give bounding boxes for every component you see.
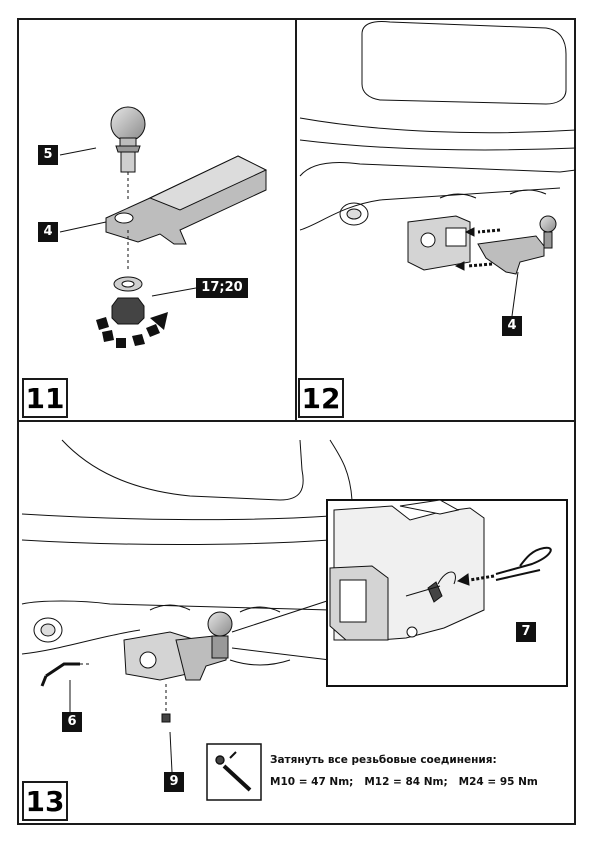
- detail-inset-clip-pin: [326, 499, 568, 687]
- torque-note-values: M10 = 47 Nm; M12 = 84 Nm; M24 = 95 Nm: [270, 776, 538, 788]
- part-label-9: 9: [164, 772, 184, 792]
- final-installation-view: [21, 439, 531, 773]
- part-label-4-step-12: 4: [502, 316, 522, 336]
- tow-ball: [110, 106, 146, 142]
- torque-wrench-icon: [206, 743, 262, 801]
- step-number-11: 11: [22, 378, 68, 418]
- step-number-12: 12: [298, 378, 344, 418]
- locking-key: [40, 662, 80, 687]
- part-label-4: 4: [38, 222, 58, 242]
- part-label-5: 5: [38, 145, 58, 165]
- drawbar-insert: [477, 235, 545, 275]
- rotation-arrow-icon: [96, 312, 168, 348]
- insert-direction-arrows: [467, 228, 501, 268]
- r-clip-icon: [495, 546, 552, 575]
- ball-mount-exploded-view: [59, 106, 268, 348]
- part-label-6: 6: [62, 712, 82, 732]
- torque-note: Затянуть все резьбовые соединения: M10 =…: [270, 754, 538, 798]
- tow-ball-installed: [207, 611, 233, 637]
- part-label-7: 7: [516, 622, 536, 642]
- nut: [111, 297, 145, 325]
- wrench-size-label: 17;20: [196, 278, 248, 298]
- torque-note-heading: Затянуть все резьбовые соединения:: [270, 754, 497, 766]
- step-number-13: 13: [22, 781, 68, 821]
- vehicle-rear-insert-view: [299, 21, 577, 317]
